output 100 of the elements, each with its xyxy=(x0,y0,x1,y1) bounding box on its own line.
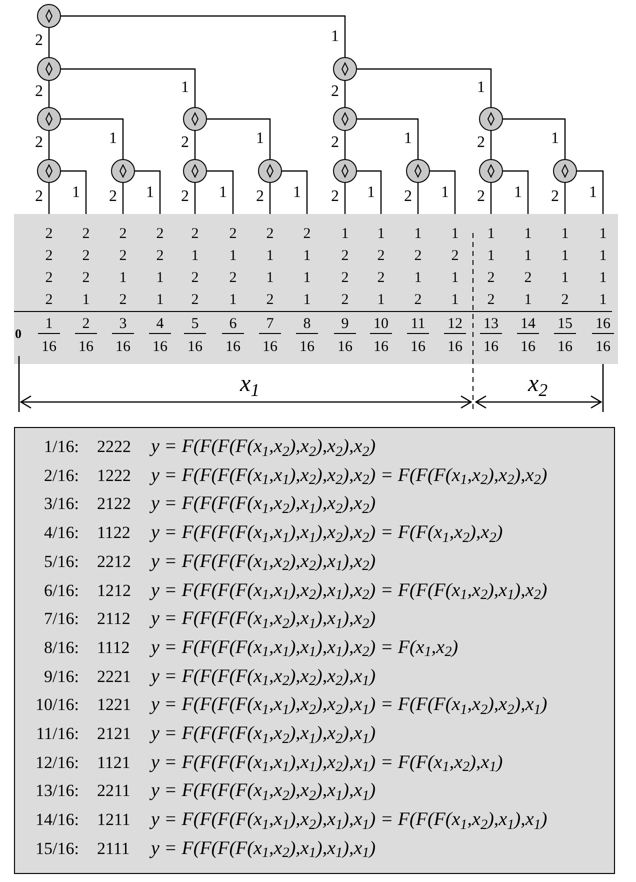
fraction-denominator: 16 xyxy=(224,338,242,356)
digit-cell-text: 2 xyxy=(44,291,54,309)
edge-label: 2 xyxy=(330,83,340,101)
tree-branch-line xyxy=(207,118,271,159)
fraction-denominator: 16 xyxy=(556,338,574,356)
fraction-numerator: 3 xyxy=(112,315,134,334)
digit-cell-text: 2 xyxy=(450,247,460,265)
edge-label: 1 xyxy=(255,130,265,148)
formula: y = F(F(F(F(x$_{1}$,x$_{2}$),x$_{1}$),x$_{1}$),x$_{2}$) xyxy=(151,609,376,630)
digit-cell-text: 2 xyxy=(228,269,238,287)
formula: y = F(F(F(F(x$_{1}$,x$_{1}$),x$_{2}$),x$_{1}$),x$_{2}$) = F(F(F(x$_{1}$,x$_{2}$),x$_{1}$),x$_{2}$) xyxy=(151,580,548,600)
digit-cell-text: 1 xyxy=(523,225,533,243)
formula: y = F(F(F(F(x$_{1}$,x$_{2}$),x$_{2}$),x$_{2}$),x$_{1}$) xyxy=(151,666,376,687)
formula: y = F(F(F(F(x$_{1}$,x$_{1}$),x$_{1}$),x$_{2}$),x$_{1}$) = F(F(x$_{1}$,x$_{2}$),x$_{1}$) xyxy=(151,752,503,773)
fraction-denominator: 16 xyxy=(186,338,204,356)
edge-label: 1 xyxy=(476,79,486,97)
code-label: 1121 xyxy=(97,752,130,773)
fraction-label: 5/16: xyxy=(43,552,79,572)
tree-branch-line xyxy=(194,131,196,159)
digit-cell-text: 2 xyxy=(190,291,200,309)
edge-label: 1 xyxy=(218,184,228,202)
fraction-denominator: 16 xyxy=(336,338,354,356)
fraction-label: 12/16: xyxy=(34,752,79,773)
fraction-denominator: 16 xyxy=(40,338,58,356)
digit-cell-text: 1 xyxy=(265,247,275,265)
digit-cell-text: 1 xyxy=(190,247,200,265)
edge-label: 1 xyxy=(440,184,450,202)
tree-branch-line xyxy=(357,118,419,159)
digit-cell-text: 1 xyxy=(155,291,165,309)
fraction-label: 8/16: xyxy=(43,638,79,658)
digit-cell-text: 1 xyxy=(376,225,386,243)
digit-cell-text: 2 xyxy=(265,225,275,243)
edge-label: 1 xyxy=(108,130,118,148)
fraction-label: 7/16: xyxy=(43,609,79,630)
fraction-label: 3/16: xyxy=(43,494,79,514)
tree-branch-line xyxy=(61,15,346,57)
digit-cell-text: 2 xyxy=(486,269,496,287)
tree-branch-line xyxy=(48,183,50,214)
fraction-numerator: 4 xyxy=(149,315,171,334)
fraction-label: 15/16: xyxy=(34,838,79,859)
tree-branch-line xyxy=(48,28,50,57)
edge-label: 2 xyxy=(255,188,265,206)
tree-branch-line xyxy=(135,170,161,214)
edge-label: 2 xyxy=(330,134,340,152)
code-label: 1122 xyxy=(97,523,130,544)
edge-label: 1 xyxy=(366,184,376,202)
edge-label: 2 xyxy=(403,188,413,206)
code-label: 2111 xyxy=(97,838,130,859)
digit-cell-text: 1 xyxy=(265,269,275,287)
tree-branch-line xyxy=(48,81,50,107)
tree-branch-line xyxy=(269,183,271,214)
digit-cell-text: 1 xyxy=(376,291,386,309)
fraction-label: 10/16: xyxy=(34,695,79,716)
digit-cell-text: 2 xyxy=(302,225,312,243)
digit-cell-text: 2 xyxy=(413,247,423,265)
dimension-label: x$_{1}$ xyxy=(240,370,260,398)
digit-cell-text: 1 xyxy=(523,291,533,309)
edge-label: 1 xyxy=(403,130,413,148)
digit-cell-text: 1 xyxy=(302,247,312,265)
digit-cell-text: 1 xyxy=(450,225,460,243)
digit-cell-text: 2 xyxy=(81,247,91,265)
edge-label: 2 xyxy=(180,134,190,152)
digit-cell-text: 1 xyxy=(413,269,423,287)
edge-label: 1 xyxy=(292,184,302,202)
tree-branch-line xyxy=(48,131,50,159)
fraction-numerator: 9 xyxy=(334,315,356,334)
tree-branch-line xyxy=(490,131,492,159)
fraction-denominator: 16 xyxy=(114,338,132,356)
fraction-denominator: 16 xyxy=(520,338,536,356)
digit-cell-text: 2 xyxy=(81,225,91,243)
fraction-denominator: 16 xyxy=(482,338,500,356)
code-label: 2112 xyxy=(97,609,130,630)
tree-branch-line xyxy=(430,170,456,214)
digit-cell-text: 2 xyxy=(376,269,386,287)
code-label: 2121 xyxy=(97,724,131,744)
edge-label: 2 xyxy=(108,188,118,206)
fraction-denominator: 16 xyxy=(446,338,464,356)
digit-cell-text: 2 xyxy=(376,247,386,265)
edge-label: 2 xyxy=(34,83,44,101)
digit-cell-text: 1 xyxy=(118,269,128,287)
digit-cell-text: 1 xyxy=(450,269,460,287)
digit-cell-text: 1 xyxy=(155,269,165,287)
digit-cell-text: 1 xyxy=(450,291,460,309)
code-label: 2211 xyxy=(97,781,130,802)
digit-cell-text: 1 xyxy=(340,225,350,243)
tree-branch-line xyxy=(357,68,492,107)
fraction-denominator: 16 xyxy=(262,338,278,356)
code-label: 1211 xyxy=(97,810,130,830)
digit-cell-text: 2 xyxy=(118,225,128,243)
digit-cell-text: 2 xyxy=(44,247,54,265)
edge-label: 1 xyxy=(180,79,190,97)
tree-branch-line xyxy=(344,183,346,214)
fraction-numerator: 6 xyxy=(222,315,244,334)
digit-cell-text: 1 xyxy=(228,291,238,309)
tree-branch-line xyxy=(564,183,566,214)
fraction-numerator: 11 xyxy=(407,315,429,334)
code-label: 1212 xyxy=(97,580,131,600)
digit-cell-text: 2 xyxy=(560,291,570,309)
edge-label: 2 xyxy=(34,32,44,50)
fraction-label: 14/16: xyxy=(34,810,79,830)
